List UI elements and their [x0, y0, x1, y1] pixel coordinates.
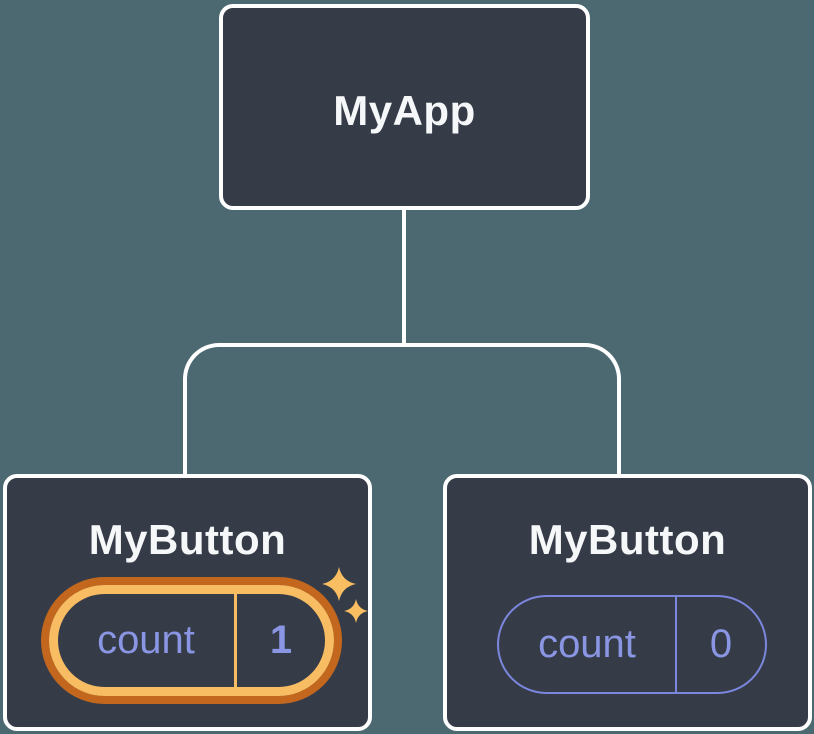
state-pill-highlighted: count 1 — [49, 585, 334, 696]
node-myapp: MyApp — [219, 4, 590, 210]
node-title: MyApp — [333, 87, 476, 134]
edge-children-bracket — [183, 343, 621, 474]
node-mybutton-right: MyButton count 0 — [443, 474, 812, 731]
state-label: count — [97, 618, 195, 662]
pill-divider — [234, 594, 237, 687]
node-mybutton-left: MyButton count 1 — [3, 474, 372, 731]
state-value: 0 — [709, 622, 733, 666]
node-title: MyButton — [528, 516, 727, 563]
state-value: 1 — [269, 618, 293, 662]
state-pill: count 0 — [497, 595, 767, 694]
node-title: MyButton — [88, 516, 287, 563]
state-label: count — [538, 622, 636, 666]
edge-root-to-children — [402, 208, 406, 345]
pill-divider — [675, 597, 677, 692]
sparkles-icon — [322, 567, 368, 623]
